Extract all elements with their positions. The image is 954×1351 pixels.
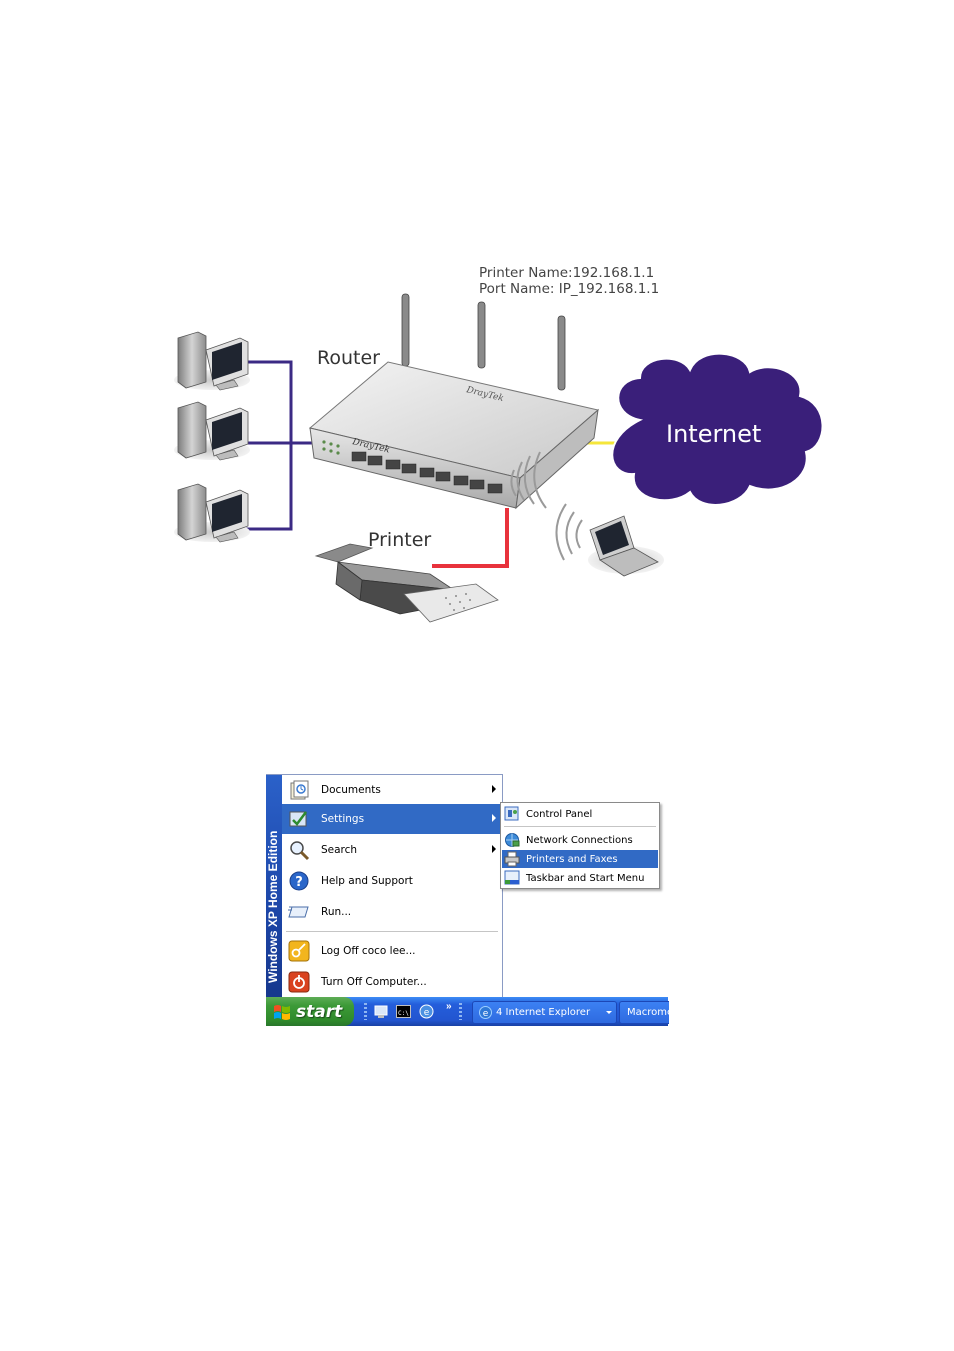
- show-desktop-icon[interactable]: [374, 1004, 389, 1019]
- desktop-pc-1: [174, 332, 250, 390]
- taskbar-button-label: Macromedia: [627, 1007, 669, 1018]
- start-button[interactable]: start: [266, 997, 354, 1026]
- menu-item-label: Search: [321, 844, 357, 856]
- taskbar-button-internet-explorer[interactable]: e 4 Internet Explorer: [472, 1001, 617, 1024]
- submenu-item-label: Network Connections: [526, 835, 633, 846]
- cmd-glyph: C:\: [398, 1010, 409, 1017]
- windows-flag-icon: [273, 1003, 291, 1021]
- settings-submenu: Control Panel Network Connections Printe…: [500, 802, 660, 889]
- printer-link: [432, 508, 507, 566]
- power-icon: [288, 971, 310, 993]
- menu-item-turn-off[interactable]: Turn Off Computer...: [282, 967, 502, 997]
- menu-item-label: Documents: [321, 784, 381, 796]
- documents-icon: [288, 779, 310, 801]
- taskbar-icon: [504, 870, 520, 886]
- menu-separator: [286, 931, 498, 932]
- quicklaunch-app-icon[interactable]: e: [419, 1004, 434, 1019]
- laptop: [556, 504, 664, 576]
- menu-item-log-off[interactable]: Log Off coco lee...: [282, 936, 502, 966]
- menu-item-label: Turn Off Computer...: [321, 976, 427, 988]
- submenu-item-control-panel[interactable]: Control Panel: [502, 805, 658, 823]
- menu-item-label: Log Off coco lee...: [321, 945, 416, 957]
- start-menu-screenshot: Windows XP Home Edition Documents Settin…: [266, 774, 668, 1026]
- start-menu: Windows XP Home Edition Documents Settin…: [266, 774, 503, 999]
- menu-item-label: Run...: [321, 906, 351, 918]
- submenu-item-taskbar-start-menu[interactable]: Taskbar and Start Menu: [502, 869, 658, 887]
- menu-item-help-support[interactable]: ? Help and Support: [282, 866, 502, 896]
- menu-item-documents[interactable]: Documents: [282, 775, 502, 805]
- port-name-line: Port Name: IP_192.168.1.1: [479, 281, 659, 297]
- search-icon: [288, 839, 310, 861]
- quicklaunch-overflow-icon[interactable]: »: [446, 1001, 452, 1012]
- desktop-pc-3: [174, 484, 250, 542]
- logoff-icon: [288, 940, 310, 962]
- control-panel-icon: [504, 806, 520, 822]
- submenu-item-network-connections[interactable]: Network Connections: [502, 831, 658, 849]
- help-icon: ?: [288, 870, 310, 892]
- printer: [316, 544, 498, 622]
- menu-item-run[interactable]: Run...: [282, 897, 502, 927]
- network-connections-icon: [504, 832, 520, 848]
- settings-icon: [288, 808, 310, 830]
- desktop-pc-2: [174, 402, 250, 460]
- submenu-arrow-icon: [492, 814, 496, 822]
- internet-explorer-icon: e: [478, 1005, 493, 1020]
- edition-text: Windows XP Home Edition: [266, 777, 282, 983]
- taskbar-button-macromedia[interactable]: d Macromedia: [619, 1001, 669, 1024]
- menu-item-label: Settings: [321, 813, 364, 825]
- toolbar-grip[interactable]: [364, 1003, 367, 1020]
- taskbar: start C:\ e » e 4 Internet Explorer d Ma…: [266, 997, 668, 1026]
- printer-label: Printer: [368, 529, 431, 551]
- command-prompt-icon[interactable]: C:\: [396, 1004, 411, 1019]
- submenu-item-label: Control Panel: [526, 809, 592, 820]
- start-menu-edition-band: Windows XP Home Edition: [266, 775, 282, 998]
- submenu-item-label: Printers and Faxes: [526, 854, 618, 865]
- submenu-item-printers-faxes[interactable]: Printers and Faxes: [502, 850, 658, 868]
- printer-name-line: Printer Name:192.168.1.1: [479, 265, 659, 281]
- submenu-arrow-icon: [492, 845, 496, 853]
- toolbar-grip[interactable]: [459, 1003, 462, 1020]
- printer-info-caption: Printer Name:192.168.1.1 Port Name: IP_1…: [479, 265, 659, 297]
- svg-text:e: e: [483, 1009, 489, 1019]
- network-diagram: DrayTek DrayTek: [0, 0, 954, 700]
- run-icon: [288, 901, 310, 923]
- diagram-drawing: DrayTek DrayTek: [0, 0, 954, 700]
- svg-text:e: e: [424, 1008, 430, 1018]
- router: [310, 294, 598, 508]
- submenu-item-label: Taskbar and Start Menu: [526, 873, 644, 884]
- submenu-arrow-icon: [492, 785, 496, 793]
- submenu-separator: [504, 826, 656, 827]
- menu-item-settings[interactable]: Settings: [282, 804, 502, 834]
- router-label: Router: [317, 347, 380, 369]
- dropdown-arrow-icon: [606, 1011, 612, 1014]
- taskbar-button-label: 4 Internet Explorer: [496, 1007, 590, 1018]
- menu-item-label: Help and Support: [321, 875, 413, 887]
- start-label: start: [296, 1002, 342, 1022]
- printer-fax-icon: [504, 851, 520, 867]
- svg-text:?: ?: [295, 875, 303, 890]
- menu-item-search[interactable]: Search: [282, 835, 502, 865]
- internet-label: Internet: [666, 420, 761, 448]
